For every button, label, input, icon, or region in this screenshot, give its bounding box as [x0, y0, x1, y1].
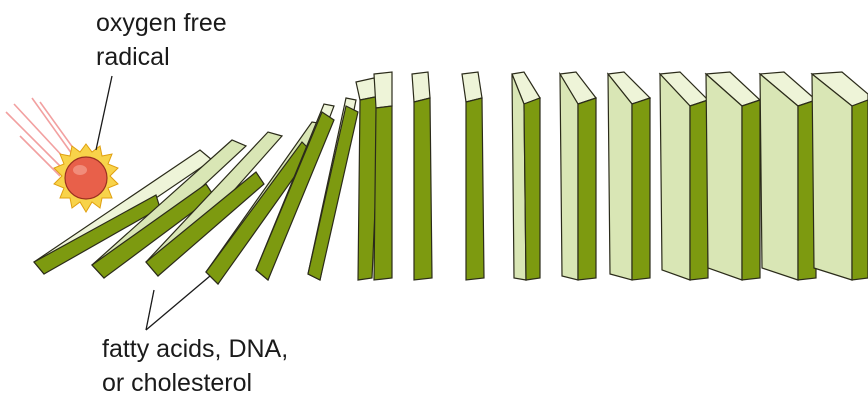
sun-burst-icon — [54, 144, 118, 212]
standing-dominoes — [374, 72, 868, 280]
domino-standing-7 — [660, 72, 708, 280]
radical-label: oxygen free radical — [96, 6, 227, 74]
domino-standing-4 — [512, 72, 540, 280]
domino-standing-3 — [462, 72, 484, 280]
domino-standing-2 — [412, 72, 432, 280]
targets-label: fatty acids, DNA, or cholesterol — [102, 332, 288, 400]
targets-label-line-2: or cholesterol — [102, 366, 288, 400]
domino-standing-1 — [374, 72, 392, 280]
radical-leader-line — [96, 76, 112, 150]
radical-label-line-1: oxygen free — [96, 6, 227, 40]
radical-label-line-2: radical — [96, 40, 227, 74]
targets-leader-line-2 — [146, 276, 210, 330]
domino-standing-6 — [608, 72, 650, 280]
domino-standing-5 — [560, 72, 596, 280]
targets-label-line-1: fatty acids, DNA, — [102, 332, 288, 366]
domino-standing-8 — [706, 72, 760, 280]
domino-standing-9 — [760, 72, 816, 280]
domino-standing-10 — [812, 72, 868, 280]
